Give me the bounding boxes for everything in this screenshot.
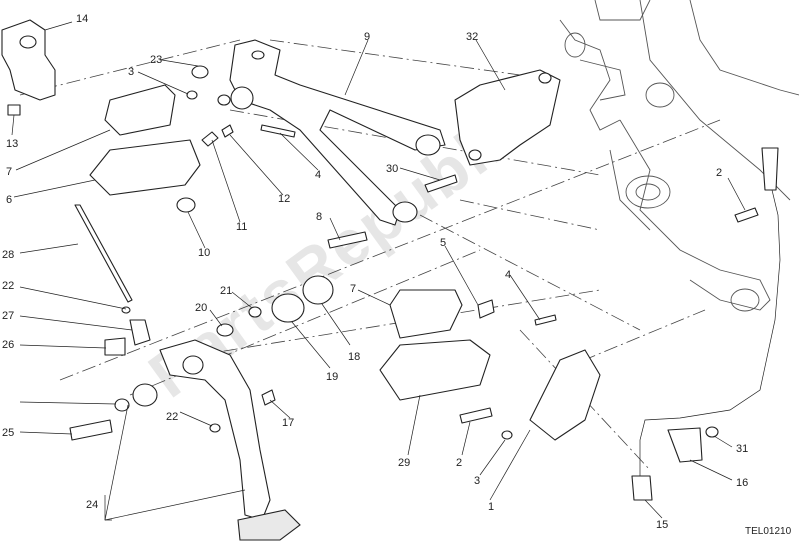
- callout-22: 22: [2, 280, 14, 292]
- callout-24: 24: [86, 499, 98, 511]
- callout-6: 6: [6, 194, 12, 206]
- part-13-screw: [7, 104, 21, 116]
- part-9-bushing-bottom: [392, 201, 418, 223]
- callout-labels: 14 23 3 9 32 13 7 6 10 11 12 4 30 2 8 28…: [2, 13, 748, 531]
- part-24-stand-foot: [237, 509, 301, 541]
- callout-30: 30: [386, 163, 398, 175]
- callout-10: 10: [198, 247, 210, 259]
- callout-7: 7: [6, 166, 12, 178]
- part-9-pivot: [230, 86, 254, 110]
- part-23-spring: [191, 65, 209, 79]
- callout-12: 12: [278, 193, 290, 205]
- part-28-rod: [74, 204, 133, 303]
- part-21-washer: [248, 306, 262, 318]
- part-3-clip: [186, 90, 198, 100]
- part-32-hole-b: [468, 149, 482, 161]
- part-2-bolt-right: [734, 207, 759, 223]
- callout-21: 21: [220, 285, 232, 297]
- part-31-screw: [705, 426, 719, 438]
- drawing-code: TEL01210: [745, 526, 792, 537]
- part-1-heel-plate: [529, 349, 601, 441]
- callout-9: 9: [364, 31, 370, 43]
- callout-16: 16: [736, 477, 748, 489]
- callout-23: 23: [150, 54, 162, 66]
- callout-19: 19: [326, 371, 338, 383]
- part-24-pivot: [182, 355, 204, 375]
- part-14-hole: [19, 35, 37, 49]
- part-25-bolt: [69, 419, 113, 441]
- callout-3-lower: 3: [474, 475, 480, 487]
- callout-25: 25: [2, 427, 14, 439]
- part-6-footpeg: [89, 139, 201, 196]
- callout-22-lower: 22: [166, 411, 178, 423]
- callout-18: 18: [348, 351, 360, 363]
- callout-8: 8: [316, 211, 322, 223]
- part-6-washer: [217, 94, 231, 106]
- callout-27: 27: [2, 310, 14, 322]
- callout-4: 4: [315, 169, 321, 181]
- leader-lines: [11, 21, 746, 521]
- part-10-pivot: [176, 197, 196, 213]
- callout-26: 26: [2, 339, 14, 351]
- sensor-cable: [639, 159, 781, 480]
- callout-20: 20: [195, 302, 207, 314]
- callout-29: 29: [398, 457, 410, 469]
- part-9-footpeg-bracket: [229, 39, 446, 226]
- frame-outline: [559, 0, 799, 312]
- callout-32: 32: [466, 31, 478, 43]
- callout-11: 11: [236, 221, 247, 233]
- part-22-nut-lower: [209, 423, 221, 433]
- callout-7-lower: 7: [350, 283, 356, 295]
- part-32-heel-guard: [454, 69, 561, 166]
- part-19-spring: [271, 293, 305, 323]
- callout-17: 17: [282, 417, 294, 429]
- part-7-peg-rubber-lower: [389, 289, 463, 339]
- part-9-bushing-top: [415, 134, 441, 156]
- part-4-pin-upper: [260, 124, 296, 138]
- callout-14: 14: [76, 13, 88, 25]
- part-9-hole: [251, 50, 265, 60]
- callout-4-lower: 4: [505, 269, 511, 281]
- callout-5: 5: [440, 237, 446, 249]
- part-27-bracket: [129, 319, 151, 346]
- part-29-footpeg-lower: [379, 339, 491, 401]
- callout-15: 15: [656, 519, 668, 531]
- part-3-clip-lower: [501, 430, 513, 440]
- callout-3: 3: [128, 66, 134, 78]
- part-7-peg-rubber: [104, 84, 176, 136]
- part-18-bushing: [302, 275, 334, 305]
- part-8-bolt: [327, 231, 368, 249]
- part-15-connector: [631, 475, 653, 501]
- part-14-bracket: [1, 19, 56, 101]
- callout-2-lower: 2: [456, 457, 462, 469]
- part-16-clip: [667, 427, 703, 463]
- part-30-bolt: [424, 174, 458, 193]
- callout-31: 31: [736, 443, 748, 455]
- part-11-pin: [201, 131, 219, 147]
- sensor-head: [761, 147, 779, 191]
- part-4-pin-lower: [534, 314, 557, 326]
- part-20-washer-upper: [216, 323, 234, 337]
- part-20-bushing: [132, 383, 158, 407]
- part-5-spring: [477, 299, 495, 319]
- part-2-bolt-lower: [459, 407, 493, 424]
- callout-2: 2: [716, 167, 722, 179]
- callout-13: 13: [6, 138, 18, 150]
- callout-28: 28: [2, 249, 14, 261]
- callout-1: 1: [488, 501, 494, 513]
- part-32-hole-a: [538, 72, 552, 84]
- part-20-washer-lower: [114, 398, 130, 412]
- part-12-pin: [221, 124, 234, 138]
- part-26-switch: [104, 337, 126, 356]
- part-22-nut-upper: [121, 306, 131, 314]
